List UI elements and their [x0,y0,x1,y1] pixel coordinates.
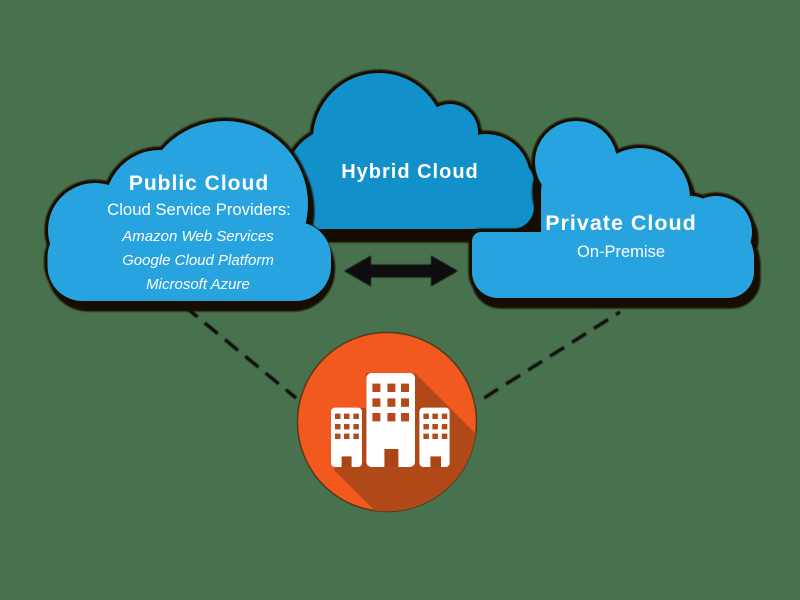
svg-text:On-Premise: On-Premise [577,243,665,261]
svg-text:Cloud Service Providers:: Cloud Service Providers: [107,200,291,219]
svg-text:Microsoft Azure: Microsoft Azure [146,276,250,293]
svg-text:Google Cloud Platform: Google Cloud Platform [122,252,274,269]
svg-text:Hybrid Cloud: Hybrid Cloud [341,161,479,183]
svg-text:Private Cloud: Private Cloud [545,211,697,235]
svg-text:Amazon Web Services: Amazon Web Services [121,228,274,245]
svg-text:Public Cloud: Public Cloud [129,172,269,195]
